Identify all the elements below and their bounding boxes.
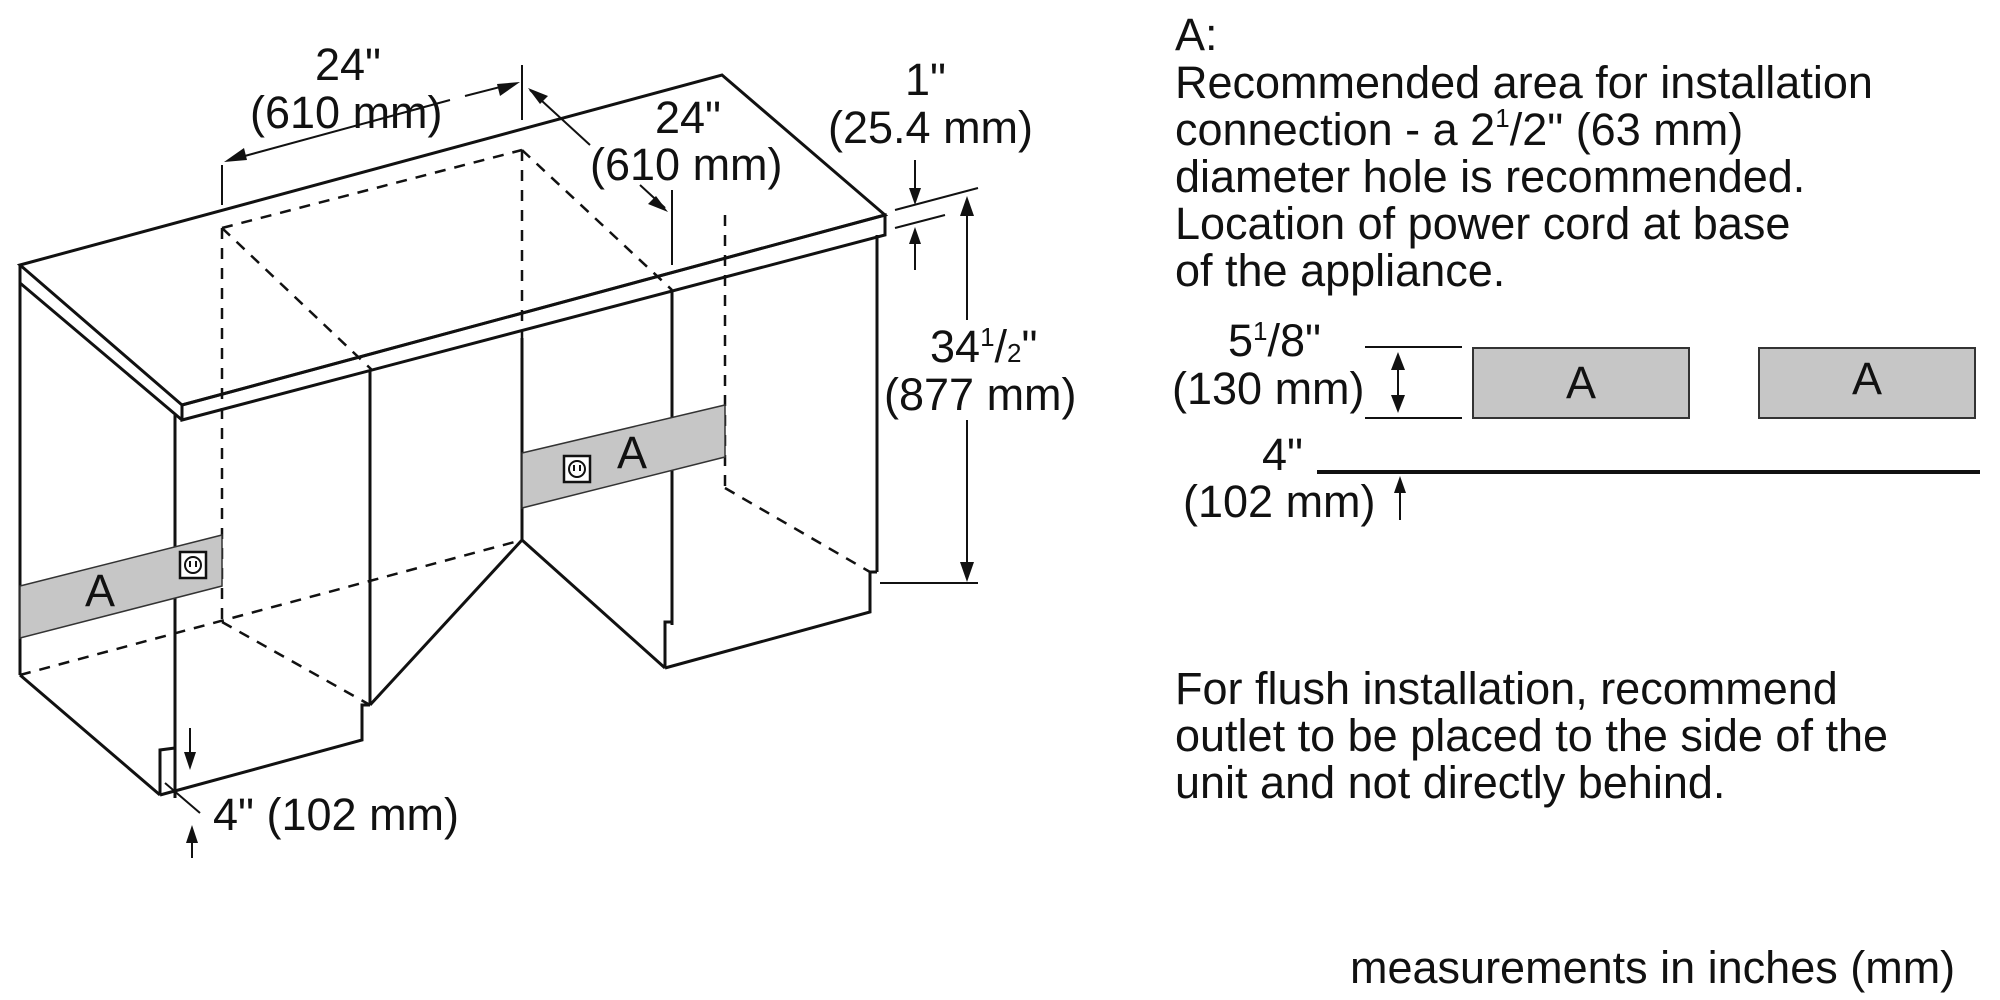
opening-floor-back <box>19 538 523 677</box>
arrowhead <box>1394 476 1406 493</box>
installation-note: For flush installation, recommend outlet… <box>1175 663 1888 808</box>
dim-thickness-inch: 1" <box>905 54 946 105</box>
legend-line: Recommended area for installation <box>1175 57 1873 108</box>
units-footer: measurements in inches (mm) <box>1350 942 1955 993</box>
arrowhead <box>186 825 198 843</box>
area-label-right: A <box>617 427 647 478</box>
right-toe-kick-front <box>664 570 877 670</box>
opening-top-back <box>221 148 523 230</box>
countertop-front-edge <box>180 213 887 422</box>
detail-diagram: A A 51/8" (130 mm) 4" (102 mm) <box>1172 315 1980 527</box>
dim-extension <box>894 187 979 211</box>
arrowhead <box>909 188 921 205</box>
opening-floor-right <box>724 486 871 574</box>
arrowhead <box>1391 395 1405 413</box>
left-toe-kick-front <box>159 703 370 797</box>
note-line: For flush installation, recommend <box>1175 663 1838 714</box>
arrowhead <box>224 148 247 162</box>
detail-floor-offset-mm: (102 mm) <box>1183 476 1376 527</box>
dim-width-inch: 24" <box>315 39 381 90</box>
left-cabinet-base-side <box>19 673 161 797</box>
arrowhead <box>1391 352 1405 370</box>
arrowhead <box>960 196 974 216</box>
dim-toe-kick: 4" (102 mm) <box>213 789 459 840</box>
detail-floor-offset-inch: 4" <box>1262 429 1303 480</box>
area-label-left: A <box>85 565 115 616</box>
opening-floor-left <box>221 620 371 707</box>
right-cabinet-base-side <box>520 538 667 670</box>
legend-title: A: <box>1175 9 1218 60</box>
legend-line: diameter hole is recommended. <box>1175 151 1805 202</box>
legend: A: Recommended area for installation con… <box>1175 9 1873 296</box>
area-box-left-label: A <box>1566 357 1596 408</box>
dim-height-mm: (877 mm) <box>884 369 1077 420</box>
arrowhead <box>184 752 196 770</box>
outlet-icon <box>178 550 208 580</box>
note-line: unit and not directly behind. <box>1175 757 1725 808</box>
dim-extension <box>164 782 201 814</box>
dim-height-inch: 341/2" <box>930 321 1038 372</box>
area-box-left <box>1472 347 1690 419</box>
detail-band-height-inch: 51/8" <box>1228 315 1321 366</box>
arrowhead <box>960 562 974 582</box>
dim-width-mm: (610 mm) <box>250 87 443 138</box>
right-toe-kick <box>663 620 672 668</box>
opening-top-side <box>521 149 673 291</box>
arrowhead <box>909 227 921 244</box>
area-band-left <box>19 534 223 639</box>
left-toe-kick <box>158 746 176 795</box>
area-box-right-label: A <box>1852 353 1882 404</box>
dim-line-width <box>229 99 451 161</box>
outlet-icon <box>562 454 592 484</box>
legend-line: connection - a 21/2" (63 mm) <box>1175 103 1743 155</box>
dim-thickness-mm: (25.4 mm) <box>828 102 1033 153</box>
legend-line: Location of power cord at base <box>1175 198 1790 249</box>
arrowhead <box>528 88 548 104</box>
back-floor-line <box>368 538 524 707</box>
countertop-left-underside <box>19 281 183 422</box>
dim-extension <box>894 214 946 229</box>
cabinet-drawing: A A 24" (610 mm) 24" (610 <box>16 39 1077 858</box>
dim-depth-inch: 24" <box>655 92 721 143</box>
area-box-right <box>1758 347 1976 419</box>
countertop-top-face <box>16 73 889 407</box>
opening-top-side-left <box>221 227 373 371</box>
arrowhead <box>497 82 520 96</box>
arrowhead <box>648 196 668 212</box>
legend-line: of the appliance. <box>1175 245 1505 296</box>
detail-band-height-mm: (130 mm) <box>1172 363 1365 414</box>
dim-depth-mm: (610 mm) <box>590 139 783 190</box>
note-line: outlet to be placed to the side of the <box>1175 710 1888 761</box>
